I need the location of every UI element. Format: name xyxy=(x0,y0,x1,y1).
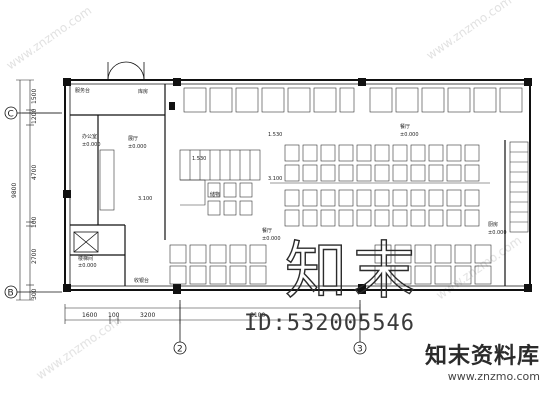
logo-text: 知末 xyxy=(285,234,421,307)
room-entry-label: 收银台 xyxy=(134,277,149,284)
column xyxy=(524,284,532,292)
column xyxy=(358,78,366,86)
tables-bottom-row xyxy=(169,244,492,285)
bottom-dim-100: 100 xyxy=(108,312,120,319)
room-dining-bottom-level: ±0.000 xyxy=(262,236,281,242)
watermark-diag-3: www.znzmo.com xyxy=(34,313,124,382)
room-top-left: 服务台 xyxy=(75,87,90,94)
watermark-diag-4: www.znzmo.com xyxy=(434,233,524,302)
bottom-dim-total: 8100 xyxy=(250,312,265,319)
room-bottom-left: 楼梯间 xyxy=(78,255,93,262)
axis-label-2: 2 xyxy=(177,345,183,355)
bottom-dim-1600: 1600 xyxy=(82,312,97,319)
entrance-door xyxy=(107,61,145,81)
room-right-level: ±0.000 xyxy=(488,230,507,236)
column xyxy=(169,102,175,110)
brand-name: 知末资料库 xyxy=(424,344,540,369)
office-desk xyxy=(99,149,115,211)
room-right: 厨房 xyxy=(488,221,498,228)
outer-wall xyxy=(64,79,531,291)
text-labels: C B 2 3 1500 1200 4700 100 2700 300 9800… xyxy=(8,87,507,355)
stairwell-box xyxy=(73,231,99,253)
tables-top-row xyxy=(183,87,523,113)
room-hall-level: ±0.000 xyxy=(128,144,147,150)
column xyxy=(63,190,71,198)
room-hall: 展厅 xyxy=(128,136,138,142)
column xyxy=(63,284,71,292)
room-dining-top-level: ±0.000 xyxy=(400,132,419,138)
id-watermark: ID:532005546 xyxy=(244,311,415,336)
room-store2: 储物 xyxy=(210,191,220,198)
stair-mid-label: 3.100 xyxy=(268,176,282,182)
stair-up-label-2: 1.530 xyxy=(192,156,206,162)
staircase-centre xyxy=(179,149,261,206)
left-dim-total: 9800 xyxy=(11,183,18,198)
logo-watermark: 知末 xyxy=(284,233,421,307)
watermark-diag-2: www.znzmo.com xyxy=(424,0,514,62)
axis-markers xyxy=(4,106,367,355)
axis-label-c: C xyxy=(8,110,14,120)
stair-up-label: 1.530 xyxy=(268,132,282,138)
column xyxy=(63,78,71,86)
room-corridor-level: 3.100 xyxy=(138,196,152,202)
room-bottom-left-level: ±0.000 xyxy=(78,263,97,269)
left-dim-100: 100 xyxy=(31,216,38,228)
bottom-dim-3200: 3200 xyxy=(140,312,155,319)
columns xyxy=(63,78,532,294)
tables-left-centre xyxy=(207,182,253,216)
column xyxy=(524,78,532,86)
column xyxy=(358,284,366,294)
room-office: 办公室 xyxy=(82,133,97,140)
left-dim-4700: 4700 xyxy=(31,165,38,180)
room-dining-bottom: 餐厅 xyxy=(262,227,272,234)
axis-label-b: B xyxy=(8,289,14,299)
staircase-right xyxy=(509,141,529,233)
brand-url: www.znzmo.com xyxy=(447,370,540,383)
tables-middle xyxy=(270,144,490,227)
left-dim-1200: 1200 xyxy=(31,109,38,124)
column xyxy=(173,78,181,86)
column xyxy=(173,284,181,294)
left-dim-1500: 1500 xyxy=(31,89,38,104)
left-dim-300: 300 xyxy=(31,288,38,300)
bottom-dimension-lines xyxy=(64,304,361,324)
room-store: 库房 xyxy=(138,88,148,95)
room-dining-top: 餐厅 xyxy=(400,123,410,130)
walls xyxy=(64,79,531,291)
axis-label-3: 3 xyxy=(357,345,363,355)
room-office-level: ±0.000 xyxy=(82,142,101,148)
left-dim-2700: 2700 xyxy=(31,249,38,264)
watermark-diag-1: www.znzmo.com xyxy=(4,3,94,72)
